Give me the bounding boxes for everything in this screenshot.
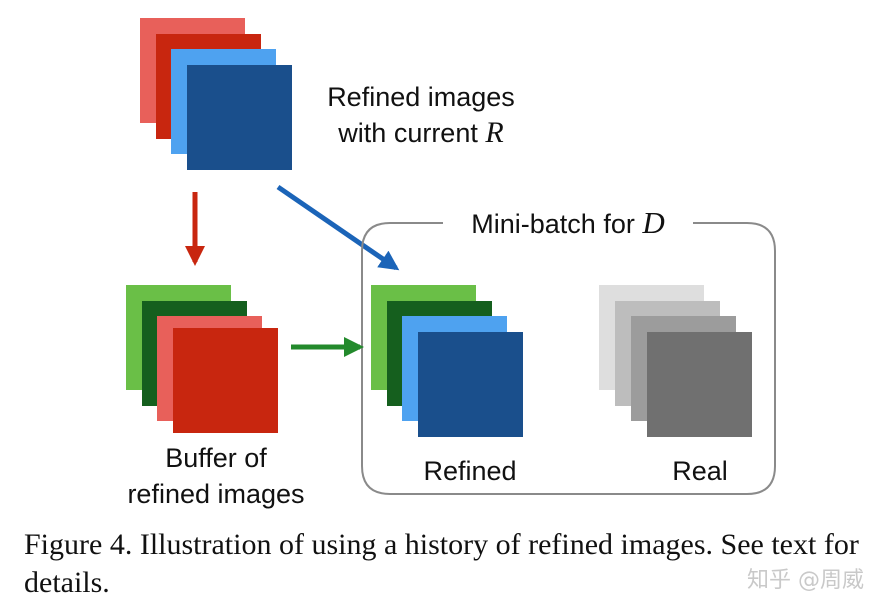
- image-square: [418, 332, 523, 437]
- refined-current-label-line1: Refined images: [327, 82, 515, 112]
- buffer-label-line1: Buffer of: [165, 443, 267, 473]
- figure-caption: Figure 4. Illustration of using a histor…: [24, 528, 859, 599]
- refined-label: Refined: [423, 456, 516, 486]
- watermark: 知乎 @周威: [747, 568, 864, 593]
- buffer-stack: [126, 285, 278, 433]
- minibatch-real-stack: [599, 285, 752, 437]
- minibatch-title: Mini-batch for D: [471, 205, 664, 240]
- image-square: [173, 328, 278, 433]
- current-refined-stack: [140, 18, 292, 170]
- blue-arrow: [276, 184, 400, 271]
- buffer-label-line2: refined images: [127, 479, 304, 509]
- minibatch-refined-stack: [371, 285, 523, 437]
- real-label: Real: [672, 456, 728, 486]
- image-square: [187, 65, 292, 170]
- minibatch-box: [361, 222, 776, 495]
- image-square: [647, 332, 752, 437]
- refined-current-label-line2: with current R: [337, 116, 503, 149]
